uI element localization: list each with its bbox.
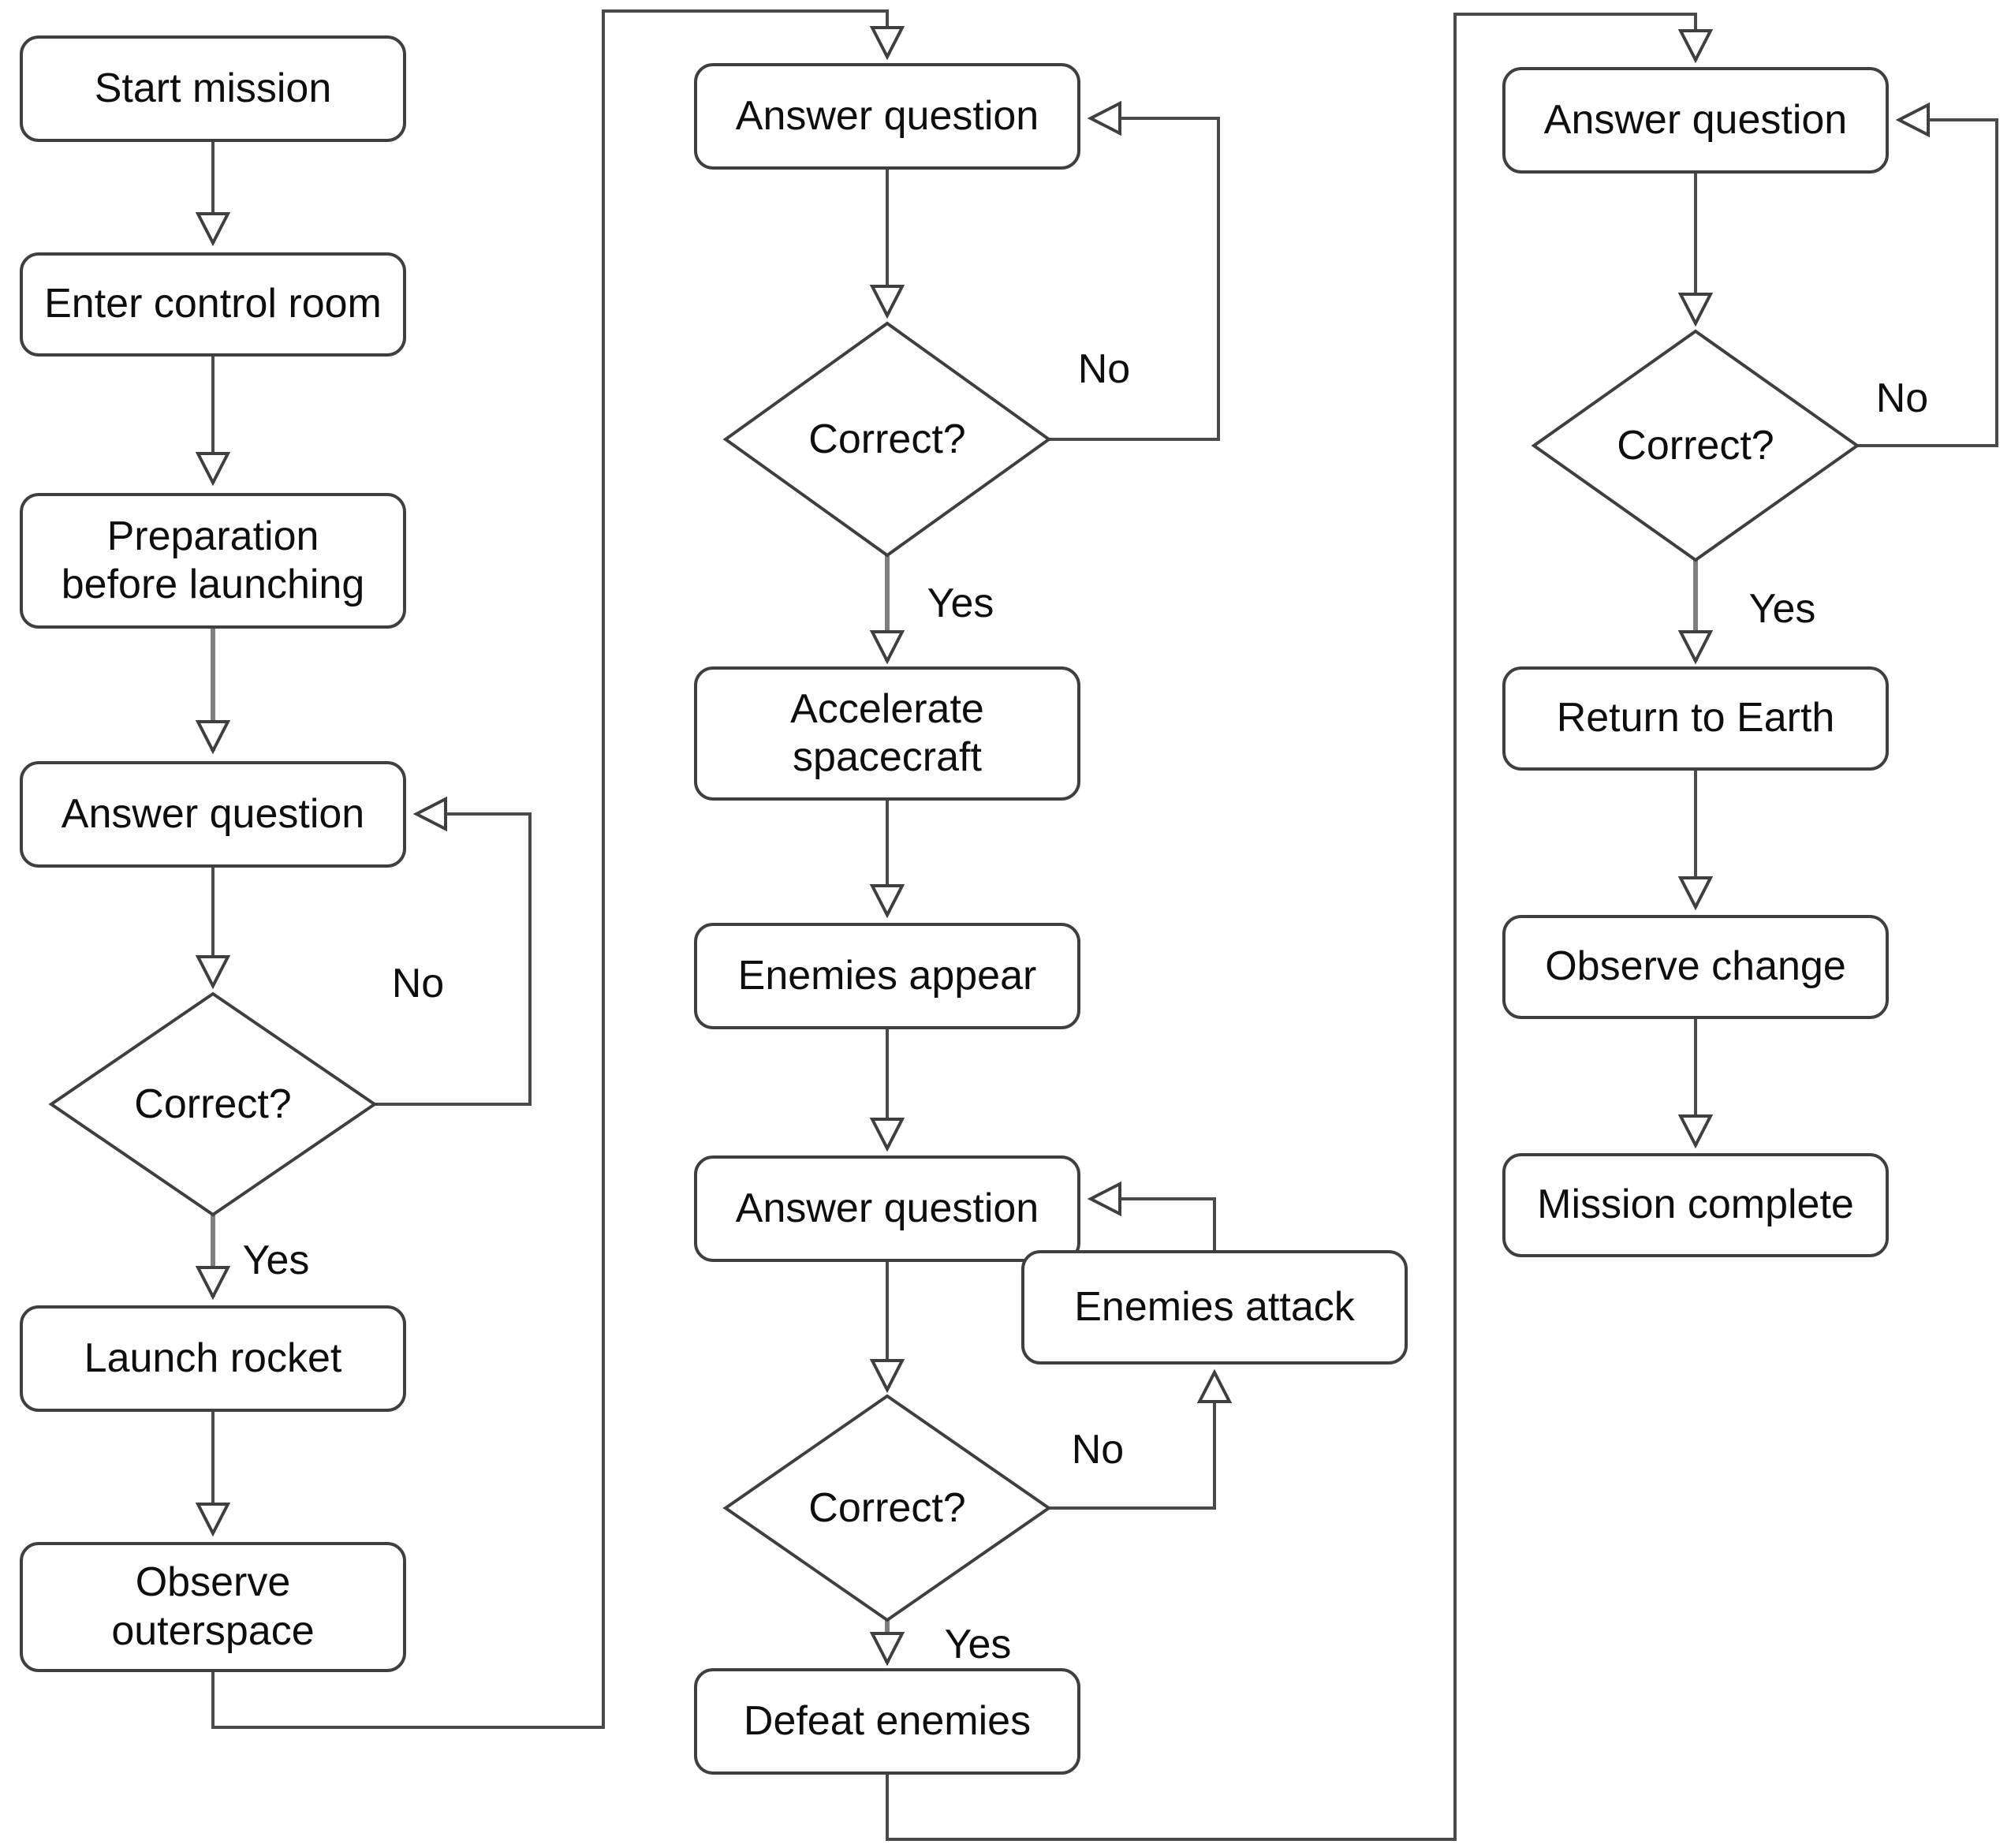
node-mission-complete-label: Mission complete	[1537, 1182, 1854, 1228]
branch-label-right-no: No	[1875, 375, 1929, 421]
node-enemies-attack-label: Enemies attack	[1074, 1283, 1355, 1330]
node-mission-complete: Mission complete	[1502, 1153, 1889, 1257]
edge-enemies-attack-to-answer	[1091, 1199, 1216, 1250]
node-return-to-earth-label: Return to Earth	[1556, 695, 1835, 741]
connector-left-to-middle	[211, 9, 887, 1729]
node-observe-change: Observe change	[1502, 915, 1889, 1019]
decision-correct-mid-2	[722, 1394, 1052, 1622]
decision-correct-left	[48, 991, 378, 1217]
branch-label-mid1-no: No	[1077, 346, 1131, 392]
branch-label-left-no: No	[391, 961, 445, 1006]
node-start-mission-label: Start mission	[94, 65, 332, 111]
edge-no-loop-left	[375, 814, 532, 1106]
decision-correct-mid-1	[722, 321, 1052, 558]
node-preparation-line2: before launching	[61, 562, 365, 607]
branch-label-mid2-yes: Yes	[944, 1622, 1012, 1667]
node-answer-question-right: Answer question	[1502, 67, 1889, 174]
node-defeat-enemies: Defeat enemies	[694, 1668, 1080, 1775]
node-defeat-enemies-label: Defeat enemies	[743, 1697, 1032, 1744]
decision-correct-right	[1531, 329, 1860, 562]
node-launch-rocket-label: Launch rocket	[84, 1335, 342, 1381]
node-answer-question-mid-2: Answer question	[694, 1155, 1080, 1262]
node-observe-outerspace-line1: Observe	[135, 1559, 291, 1606]
node-enter-control-room: Enter control room	[20, 252, 406, 357]
node-launch-rocket: Launch rocket	[20, 1305, 406, 1412]
node-accelerate-spacecraft: Accelerate spacecraft	[694, 666, 1080, 801]
node-enemies-attack: Enemies attack	[1021, 1250, 1408, 1365]
node-enemies-appear-label: Enemies appear	[737, 952, 1037, 999]
branch-label-right-yes: Yes	[1748, 586, 1816, 632]
node-answer-question-left-label: Answer question	[61, 790, 365, 837]
node-accelerate-spacecraft-line1: Accelerate	[790, 685, 984, 732]
decision-correct-left-label: Correct?	[134, 1081, 292, 1127]
decision-correct-mid-1-label: Correct?	[808, 416, 966, 462]
node-return-to-earth: Return to Earth	[1502, 666, 1889, 771]
decision-correct-mid-2-label: Correct?	[808, 1485, 966, 1531]
decision-correct-right-label: Correct?	[1617, 423, 1774, 469]
node-answer-question-mid-2-label: Answer question	[735, 1185, 1039, 1231]
node-observe-outerspace-line2: outerspace	[111, 1607, 315, 1654]
node-observe-change-label: Observe change	[1545, 943, 1846, 990]
node-preparation: Preparation before launching	[20, 493, 406, 629]
node-observe-outerspace: Observe outerspace	[20, 1542, 406, 1672]
edge-no-to-enemies-attack	[1049, 1372, 1214, 1510]
node-answer-question-left: Answer question	[20, 761, 406, 868]
node-preparation-line1: Preparation	[106, 513, 319, 559]
node-answer-question-mid-1-label: Answer question	[735, 92, 1039, 139]
node-answer-question-right-label: Answer question	[1543, 96, 1848, 143]
edge-no-loop-right	[1857, 120, 1998, 447]
connector-middle-to-right	[886, 13, 1696, 1841]
node-start-mission: Start mission	[20, 35, 406, 142]
branch-label-mid1-yes: Yes	[927, 581, 994, 626]
branch-label-mid2-no: No	[1071, 1427, 1125, 1473]
node-enemies-appear: Enemies appear	[694, 923, 1080, 1029]
branch-label-left-yes: Yes	[242, 1238, 310, 1283]
edge-no-loop-mid1	[1049, 118, 1220, 441]
node-answer-question-mid-1: Answer question	[694, 63, 1080, 170]
node-accelerate-spacecraft-line2: spacecraft	[793, 734, 982, 780]
node-enter-control-room-label: Enter control room	[44, 281, 382, 327]
